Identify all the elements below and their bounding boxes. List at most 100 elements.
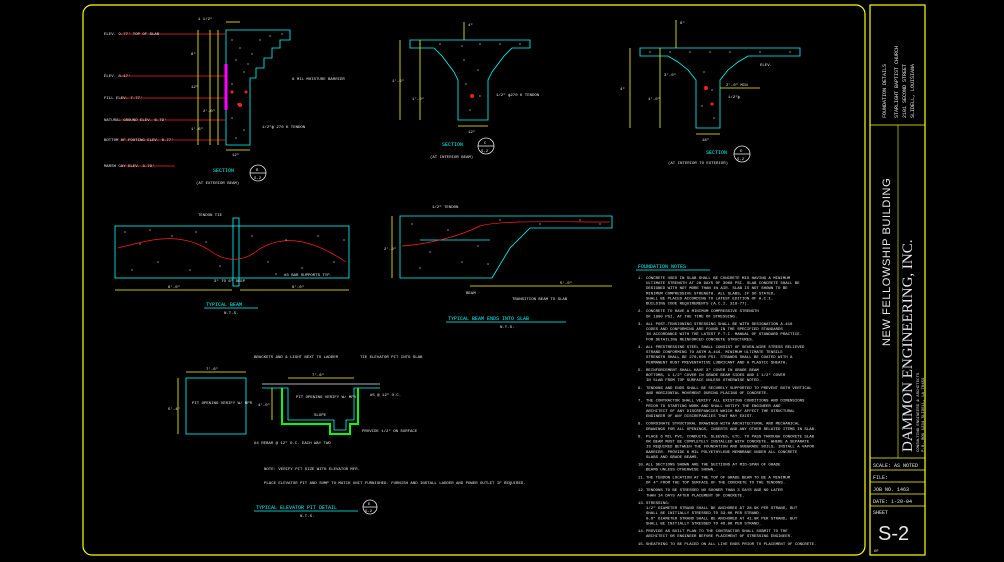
foundation-notes: FOUNDATION NOTES 1.CONCRETE USED IN SLAB… [636,264,816,547]
note-line: SLABS AND GRADE BEAMS. [646,456,699,460]
firm-address: P.O. BOX 1234 SLIDELL, LA 70459 [922,377,926,452]
section-d-dim-top: 6" [680,21,685,26]
section-b-label-bottom-footing: BOTTOM OF FOOTING ELEV. 6.77' [104,138,174,143]
firm-name: DAMMON ENGINEERING, INC. [900,240,916,452]
note-number: 8. [638,423,643,427]
sheet-title: FOUNDATION DETAILS [882,64,888,118]
title-block: FOUNDATION DETAILS STARLIGHT BAPTIST CHU… [870,46,926,554]
note-line: IN ACCORDANCE WITH THE LATEST P.T.I. MAN… [646,333,802,337]
date-field: DATE: 1-20-04 [873,499,912,505]
section-d-detail: 6" 4" 1'-0" 3'-0" 2'-0" MIN 18" 1/2"ф EL… [620,20,801,166]
section-c-note-tendon: 1/2" ф270 K TENDON [496,93,540,98]
section-c-dim-b: 1'-0" [412,97,424,102]
elevator-pit-section-outline [262,387,380,431]
section-d-note-tendon: 1/2"ф [728,95,741,100]
note-number: 13. [638,502,645,506]
section-c-detail: 4" 1'-6" 1'-0" 12" 1/2" ф270 K TENDON SE… [392,22,540,160]
elevator-pit-plan [185,377,247,435]
note-line: STRESSING: [646,502,670,506]
note-number: 5. [638,369,643,373]
note-line: BOTTOMS, 1 1/2" COVER IN GRADE BEAM SIDE… [646,373,786,378]
note-line: 0.6" DIAMETER STRAND SHALL BE ANCHORED A… [646,516,798,521]
typical-beam-tendon [117,238,347,263]
note-line: SHALL BE INITIALLY STRESSED TO 46.9K PER… [646,522,761,526]
elevator-pit-section-label: PIT OPENING VERIFY W/ MFR [296,395,357,400]
note-line: BUILDING CODE REQUIREMENTS (A.C.I. 318-7… [646,302,749,307]
notes-heading: FOUNDATION NOTES [638,264,686,270]
note-line: STRENGTH SHALL BE 270,000 PSI. STRANDS S… [646,356,793,360]
elevator-pit-callout-tie: TIE ELEVATOR PIT INTO SLAB [360,356,423,360]
sheet-of: OF [874,550,879,554]
beam-ends-stipple [411,219,601,269]
client-name: STARLIGHT BAPTIST CHURCH [894,46,900,118]
section-b-subtitle: (AT EXTERIOR BEAM) [196,181,239,186]
note-line: DRAWINGS FOR ALL OPENINGS, INSERTS AND A… [646,428,816,432]
section-c-marker-sheet: S-2 [481,150,489,154]
note-number: 1. [638,277,643,281]
client-city: SLIDELL, LOUISIANA [910,64,916,118]
note-line: THE CONTRACTOR SHALL VERIFY ALL EXISTING… [646,400,805,404]
elevator-pit-plan-dim-b: 5'-4" [168,407,180,412]
elevator-pit-callout-ladder: BRACKETS AND & LIGHT NEXT TO LADDER [254,356,339,360]
elevator-pit-callout-each-way: #4 REBAR @ 12" O.C. EACH WAY TWO [254,441,331,446]
beam-ends-note-beam: BEAM [466,292,476,296]
elevator-pit-membrane [281,388,359,435]
section-c-dim-bottom: 12" [468,130,475,135]
section-d-subtitle: (AT INTERIOR TO EXTERIOR) [668,161,728,166]
section-b-marker-sheet: S-2 [254,177,262,181]
section-b-label-fill: FILL ELEV. 7.77' [104,96,142,101]
section-d-note-elev: ELEV. [760,64,772,68]
note-line: CONCRETE USED IN SLAB SHALL BE CONCRETE … [646,277,791,281]
file-field: FILE: [873,475,888,481]
note-line: TENDONS TO BE STRESSED NO SOONER THAN 3 … [646,489,783,493]
note-number: 2. [638,310,643,314]
project-name: NEW FELLOWSHIP BUILDING [881,178,893,346]
typical-beam-dim-left: 6'-0" [168,285,180,290]
note-line: PERMANENT RUST PREVENTATIVE LUBRICANT AN… [646,361,788,365]
section-c-subtitle: (AT INTERIOR BEAM) [430,155,473,160]
section-d-marker-sheet: S-2 [737,158,745,162]
elevator-pit-marker-letter: E [368,503,371,507]
section-c-dim-a: 1'-6" [392,79,404,84]
section-b-label-top-slab: ELEV. 9.77' TOP OF SLAB [104,32,160,37]
section-b-label-elev: ELEV. 8.17' [104,74,130,79]
beam-ends-tendon [401,221,611,247]
section-c-stipple [419,43,521,111]
section-b-dim-b: 12" [191,85,198,90]
elevator-pit-note-verify: NOTE: VERIFY PIT SIZE WITH ELEVATOR MFR. [264,468,360,472]
section-b-detail: ELEV. 9.77' TOP OF SLAB ELEV. 8.17' FILL… [104,17,345,186]
note-line: AND HORIZONTAL MOVEMENT DURING PLACING O… [646,392,768,396]
note-line: IS REQUIRED BETWEEN THE FOUNDATION AND S… [646,446,815,450]
note-line: ALL PRESTRESSING STEEL SHALL CONSIST OF … [646,346,805,350]
elevator-pit-scale: N.T.S. [300,515,314,519]
section-d-title: SECTION [706,150,727,156]
elevator-pit-callout-rebar: #5 @ 12" O.C. [370,393,401,398]
elevator-pit-section-dim-a: 7'-6" [312,373,324,378]
note-number: 12. [638,489,645,493]
section-d-dim-c: 3'-0" [664,73,676,78]
beam-ends-note-transition: TRANSITION BEAM TO SLAB [512,298,568,302]
beam-ends-dim-a: 2'-0" [384,247,396,252]
typical-beam-stipple [124,229,345,275]
elevator-pit-plan-label: PIT OPENING VERIFY W/ MFR [192,401,253,406]
note-line: OF 4" FROM THE TOP SURFACE OF THE CONCRE… [646,481,785,486]
typical-beam-note-tie: TENDON TIE [198,214,223,218]
section-b-dim-c: 2'-0" [203,109,215,114]
note-line: ENGINEER OF ANY DISCREPANCIES THAT MAY E… [646,415,754,419]
note-line: ARCHITECT OF ANY DISCREPANCIES WHICH MAY… [646,410,795,414]
note-line: BEAMS UNLESS OTHERWISE SHOWN. [646,469,716,473]
section-d-dim-bottom: 18" [702,138,709,143]
note-number: 14. [638,530,645,534]
note-line: CONCRETE TO HAVE A MINIMUM COMPRESSIVE S… [646,310,759,314]
section-d-dim-b: 1'-0" [648,97,660,102]
note-line: ALL SECTIONS SHOWN ARE THE SECTIONS AT M… [646,464,781,468]
section-b-label-natural-ground: NATURAL GROUND ELEV. 6.79' [104,118,166,123]
beam-ends-title: TYPICAL BEAM ENDS INTO SLAB [448,316,529,322]
typical-beam-note-supports: #3 BAR SUPPORTS TYP. [284,274,332,278]
note-line: ARCHITECT OR ENGINEER BEFORE PLACEMENT O… [646,535,792,539]
note-line: THE TENDON LOCATION AT THE TOP OF GRADE … [646,476,791,480]
note-line: CODES AND CONFORMING ARE FOUND IN THE SP… [646,328,783,332]
section-c-beam-outline [409,39,531,121]
note-line: MINIMUM COMPRESSIVE STRENGTH. ALL SLABS,… [646,292,776,296]
